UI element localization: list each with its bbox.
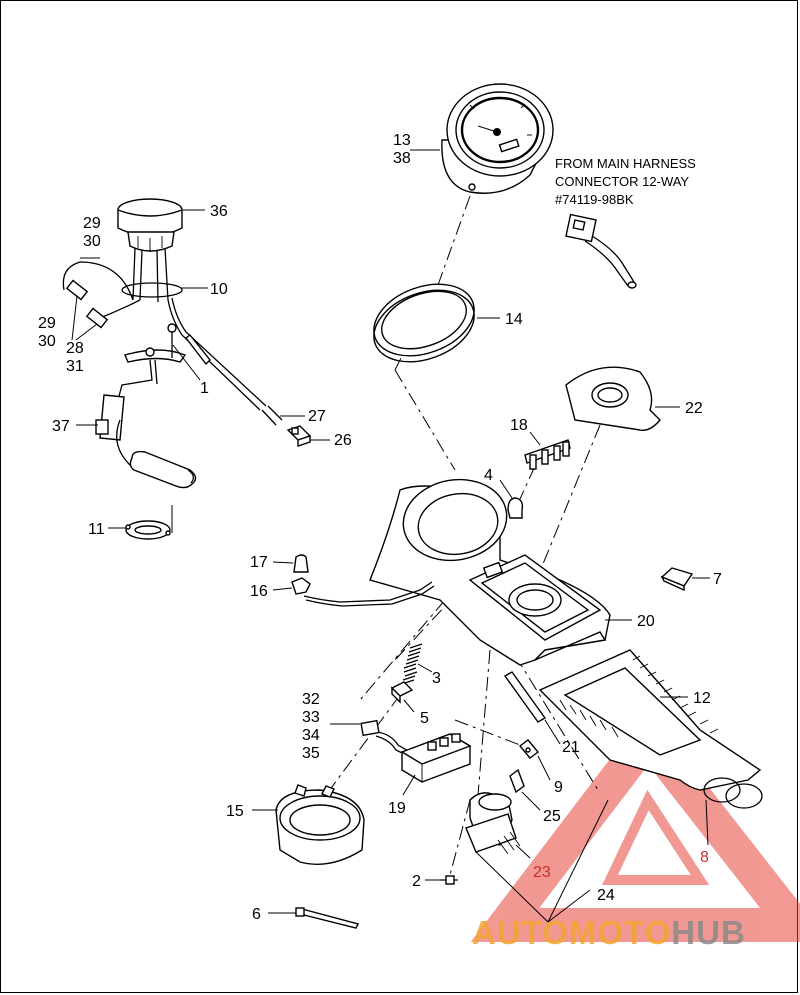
cable-tie-6 [294, 907, 360, 929]
callout-1: 1 [200, 380, 209, 397]
clip-7 [660, 567, 694, 592]
callout-33: 33 [302, 709, 320, 726]
console-mat-12 [538, 649, 763, 809]
spring-3 [401, 643, 423, 685]
callout-13: 13 [393, 132, 411, 149]
watermark-moto: MOTO [569, 914, 671, 951]
callout-15: 15 [226, 803, 244, 820]
leader-lines [71, 149, 710, 923]
housing-15 [275, 784, 365, 865]
callout-6: 6 [252, 906, 261, 923]
callout-20: 20 [637, 613, 655, 630]
callout-29-top: 29 [83, 215, 101, 232]
callout-27: 27 [308, 408, 326, 425]
fuel-sender-assembly [62, 198, 283, 540]
callout-36: 36 [210, 203, 228, 220]
callout-11: 11 [88, 521, 105, 538]
watermark-auto: AUTO [472, 914, 569, 951]
ignition-switch-23 [465, 792, 521, 855]
callout-30-top: 30 [83, 233, 101, 250]
callout-19: 19 [388, 800, 406, 817]
callout-29-left: 29 [38, 315, 56, 332]
callout-7: 7 [713, 571, 722, 588]
callout-17: 17 [250, 554, 268, 571]
screw-2 [440, 875, 458, 885]
callout-numbers: 13 38 36 29 30 10 29 30 28 31 1 27 26 37… [38, 132, 722, 923]
indicator-bracket-18 [524, 439, 571, 470]
callout-12: 12 [693, 690, 711, 707]
note-line-2: CONNECTOR 12-WAY [555, 174, 689, 189]
callout-4: 4 [484, 467, 493, 484]
switch-5 [390, 681, 414, 704]
callout-22: 22 [685, 400, 703, 417]
callout-37: 37 [52, 418, 70, 435]
callout-24: 24 [597, 887, 615, 904]
note-line-3: #74119-98BK [555, 192, 634, 207]
callout-3: 3 [432, 670, 441, 687]
callout-10: 10 [210, 281, 228, 298]
indicator-lamp-16-17 [291, 554, 435, 607]
callout-30-left: 30 [38, 333, 56, 350]
console-20 [369, 478, 611, 666]
callout-23: 23 [533, 864, 551, 881]
small-parts-21-9-25 [503, 671, 547, 794]
watermark-hub: HUB [671, 914, 746, 951]
harness-note: FROM MAIN HARNESS CONNECTOR 12-WAY #7411… [555, 156, 696, 207]
callout-9: 9 [554, 779, 563, 796]
connector-26 [286, 425, 312, 447]
callout-31: 31 [66, 358, 84, 375]
indicator-bulb-4 [507, 497, 524, 519]
callout-28: 28 [66, 340, 84, 357]
watermark-text: AUTOMOTOHUB [472, 914, 746, 951]
note-line-1: FROM MAIN HARNESS [555, 156, 696, 171]
callout-18: 18 [510, 417, 528, 434]
main-harness-connector [565, 213, 637, 289]
callout-16: 16 [250, 583, 268, 600]
callout-5: 5 [420, 710, 429, 727]
callout-2: 2 [412, 873, 421, 890]
svg-text:AUTOMOTOHUB: AUTOMOTOHUB [472, 914, 746, 951]
callout-26: 26 [334, 432, 352, 449]
callout-21: 21 [562, 739, 580, 756]
watermark-logo [470, 709, 800, 942]
indicator-label-22 [565, 366, 661, 431]
callout-14: 14 [505, 311, 523, 328]
speedometer-gauge [441, 83, 554, 194]
callout-34: 34 [302, 727, 320, 744]
callout-35: 35 [302, 745, 320, 762]
callout-25: 25 [543, 808, 561, 825]
switch-housing-19 [360, 719, 472, 783]
callout-32: 32 [302, 691, 320, 708]
gauge-gasket-14 [373, 283, 475, 363]
callout-8: 8 [700, 849, 709, 866]
callout-38: 38 [393, 150, 411, 167]
